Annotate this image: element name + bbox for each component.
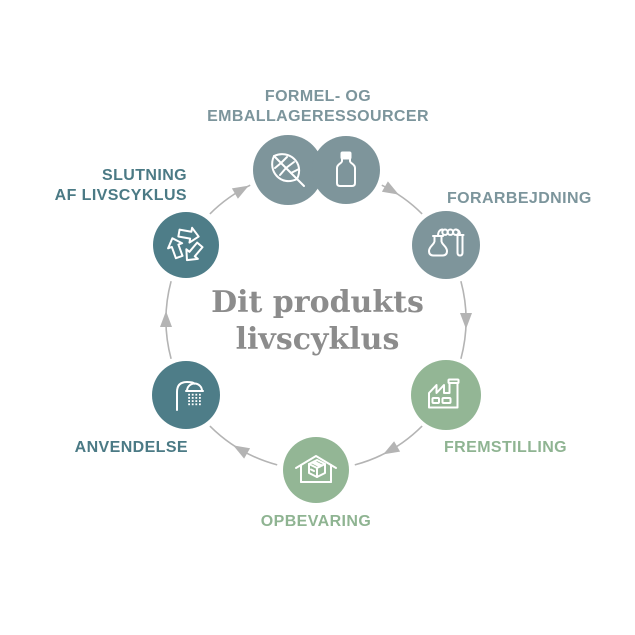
- arrowhead-up: [160, 311, 172, 327]
- stage-label-forarbejdning: FORARBEJDNING: [447, 190, 592, 207]
- arrowhead-down-left: [383, 441, 401, 455]
- arrowhead-left-up: [233, 445, 251, 459]
- formel-label-line2: EMBALLAGERESSOURCER: [207, 108, 429, 125]
- arc-slutning-to-formel: [209, 184, 251, 215]
- formel-label-line1: FORMEL- OG: [264, 88, 372, 105]
- circle-formel-bottle: [312, 136, 380, 204]
- stage-label-slutning-af-livscyklus: SLUTNING AF LIVSCYKLUS: [55, 166, 187, 206]
- shower-drops: [188, 393, 201, 406]
- arrowhead-down-right: [381, 181, 399, 195]
- diagram-title-line2: livscyklus: [235, 322, 400, 357]
- stage-label-fremstilling: FREMSTILLING: [444, 439, 568, 456]
- circle-fremstilling: [411, 360, 481, 430]
- circle-slutning: [153, 212, 219, 278]
- diagram-title: Dit produkts livscyklus: [0, 284, 635, 358]
- stage-label-formel-og-emballageressourcer: FORMEL- OG EMBALLAGERESSOURCER: [118, 87, 518, 127]
- arc-fremstilling-to-opbevaring: [354, 425, 423, 466]
- shower-icon: [176, 381, 204, 411]
- factory-icon: [428, 378, 460, 409]
- leaf-icon: [271, 153, 305, 187]
- chemistry-icon: [428, 228, 465, 257]
- slutning-label-line2: AF LIVSCYKLUS: [54, 187, 187, 204]
- circle-anvendelse: [152, 361, 220, 429]
- circle-forarbejdning: [412, 211, 480, 279]
- diagram-title-line1: Dit produkts: [211, 285, 424, 320]
- stage-label-anvendelse: ANVENDELSE: [74, 439, 188, 456]
- stage-label-opbevaring: OPBEVARING: [260, 513, 372, 530]
- arrowhead-up-right: [231, 185, 249, 199]
- arc-opbevaring-to-anvendelse: [209, 425, 278, 466]
- slutning-label-line1: SLUTNING: [102, 167, 187, 184]
- recycle-icon: [167, 226, 204, 262]
- bottle-icon: [336, 151, 356, 187]
- warehouse-icon: [295, 455, 337, 483]
- arc-formel-to-forarbejdning: [381, 184, 423, 215]
- arrowhead-down: [460, 313, 472, 329]
- cycle-arrowheads: [160, 181, 472, 459]
